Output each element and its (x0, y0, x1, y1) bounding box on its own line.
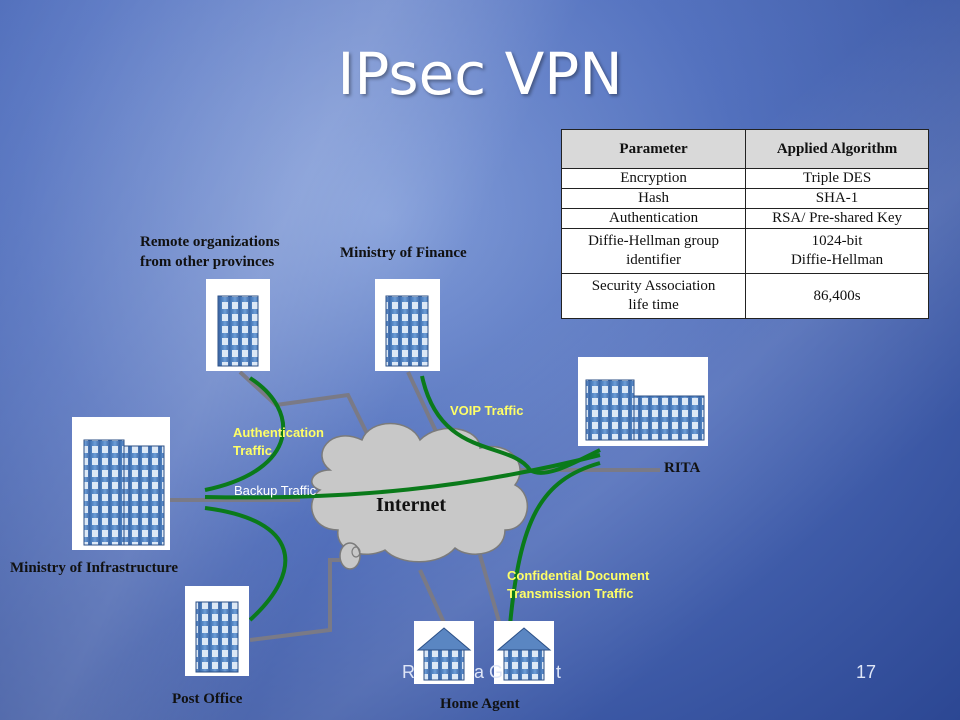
table-cell-line: 1024-bit (811, 233, 863, 249)
label-ministry-infrastructure: Ministry of Infrastructure (10, 560, 179, 576)
building-infrastructure-icon (72, 417, 170, 550)
table-cell-parameter: Security Association life time (560, 273, 747, 319)
cloud-shape (311, 422, 529, 563)
label-rita: RITA (664, 460, 701, 476)
label-confidential-traffic: Confidential Document Transmission Traff… (507, 567, 649, 603)
table-cell-line: life time (628, 297, 679, 313)
label-voip-traffic: VOIP Traffic (450, 403, 524, 418)
table-cell-algorithm: 1024-bit Diffie-Hellman (745, 228, 929, 274)
tunnel-backup (204, 453, 601, 500)
tunnel-confidential (508, 461, 601, 626)
label-line: Authentication (233, 425, 324, 440)
table-row: Hash SHA-1 (560, 188, 929, 209)
label-line: Transmission Traffic (507, 586, 634, 601)
link-remote (238, 370, 382, 461)
vpn-tunnels (204, 375, 601, 626)
link-finance (406, 371, 442, 441)
label-line: Remote organizations (140, 234, 280, 250)
building-post-office-icon (185, 586, 249, 676)
label-home-agent: Home Agent (440, 696, 520, 712)
house-left-icon (414, 621, 474, 684)
label-remote-organizations: Remote organizations from other province… (140, 232, 280, 272)
internet-label: Internet (376, 494, 446, 516)
label-ministry-finance: Ministry of Finance (340, 245, 467, 261)
label-post-office: Post Office (172, 691, 243, 707)
internet-cloud (311, 422, 529, 570)
tunnel-remote (204, 376, 286, 492)
footer-text-mid: a G (474, 662, 504, 682)
label-backup-traffic: Backup Traffic (234, 483, 317, 498)
link-home-right (478, 554, 502, 626)
house-right-icon (494, 621, 554, 684)
table-cell-algorithm: SHA-1 (745, 188, 929, 209)
table-cell-algorithm: 86,400s (745, 273, 929, 319)
table-cell-parameter: Diffie-Hellman group identifier (560, 228, 747, 274)
table-cell-line: Security Association (591, 278, 716, 294)
label-line: from other provinces (140, 254, 275, 270)
table-row: Authentication RSA/ Pre-shared Key (560, 208, 929, 229)
table-row: Security Association life time 86,400s (560, 273, 929, 319)
table-header-row: Parameter Applied Algorithm (560, 129, 929, 169)
label-line: Traffic (233, 443, 273, 458)
table-cell-algorithm: RSA/ Pre-shared Key (745, 208, 929, 229)
cloud-bubble-large (339, 542, 361, 570)
label-line: Confidential Document (507, 568, 650, 583)
table-cell-parameter: Encryption (560, 168, 747, 189)
table-cell-line: Diffie-Hellman group (588, 233, 720, 249)
building-remote-icon (206, 279, 270, 371)
link-home-left (418, 569, 447, 626)
footer-text-right: t (556, 662, 562, 682)
table-header-parameter: Parameter (560, 129, 747, 169)
table-cell-line: Diffie-Hellman (790, 252, 884, 268)
parameter-table: Parameter Applied Algorithm Encryption T… (560, 129, 929, 319)
table-row: Encryption Triple DES (560, 168, 929, 189)
tunnel-post-office (204, 506, 288, 622)
tunnel-finance (420, 375, 601, 475)
table-row: Diffie-Hellman group identifier 1024-bit… (560, 228, 929, 274)
slide-title: IPsec VPN (337, 40, 623, 108)
building-finance-icon (375, 279, 440, 371)
label-authentication-traffic: Authentication Traffic (233, 424, 324, 460)
page-number: 17 (856, 662, 877, 682)
footer-text-left: R (402, 662, 415, 682)
building-rita-icon (578, 357, 708, 446)
table-cell-line: identifier (626, 252, 682, 268)
cloud-bubble-small (351, 546, 361, 558)
